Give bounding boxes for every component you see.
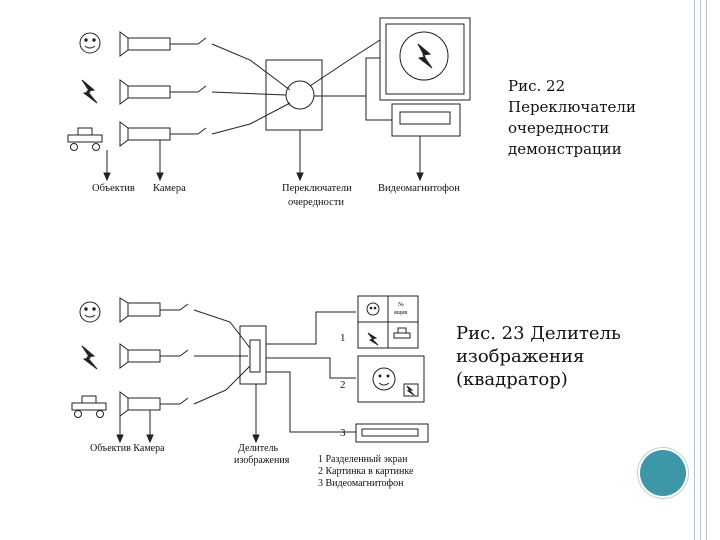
caption-line: демонстрации [508, 140, 622, 158]
legend-item-1: 1 Разделенный экран [318, 454, 408, 465]
label-splitter-2: изображения [234, 455, 290, 466]
figure-23-caption: Рис. 23 Делитель изображения (квадратор) [456, 322, 676, 391]
lightning-icon [81, 345, 98, 370]
slide-border-line [700, 0, 701, 540]
person-icon [79, 32, 101, 54]
label-camera: Камера [153, 183, 186, 194]
quad-screen: № ящик [357, 295, 419, 349]
figure-22-caption: Рис. 22 Переключатели очередности демонс… [508, 76, 658, 160]
output-label-2: 2 [340, 379, 346, 391]
caption-line: Рис. 22 [508, 77, 566, 95]
person-icon [79, 301, 101, 323]
camera-3 [119, 121, 207, 147]
camera-3 [119, 391, 189, 417]
label-splitter: Делитель [238, 443, 279, 454]
splitter-box [239, 325, 267, 385]
pip-screen [357, 355, 425, 403]
legend-item-3: 3 Видеомагнитофон [318, 478, 404, 489]
car-icon [67, 127, 103, 151]
output-label-3: 3 [340, 427, 346, 439]
slide-border-line [706, 0, 707, 540]
decorative-circle [640, 450, 686, 496]
vcr-box [355, 423, 429, 443]
car-icon [71, 395, 107, 418]
quad-text-2: ящик [394, 310, 408, 316]
camera-1 [119, 31, 207, 57]
caption-line: изображения [456, 346, 585, 367]
label-switcher: Переключатели [282, 183, 352, 194]
label-switcher-2: очередности [288, 197, 344, 208]
caption-line: Рис. 23 Делитель [456, 323, 621, 344]
label-lenses: Объектив [92, 183, 135, 194]
lightning-icon [81, 79, 98, 104]
caption-line: Переключатели [508, 98, 636, 116]
monitor [379, 17, 471, 101]
label-vcr: Видеомагнитофон [378, 183, 460, 194]
camera-2 [119, 79, 207, 105]
switcher-box [265, 59, 323, 131]
output-label-1: 1 [340, 332, 346, 344]
slide-border-line [694, 0, 695, 540]
legend-item-2: 2 Картинка в картинке [318, 466, 414, 477]
quad-text-1: № [398, 302, 404, 308]
camera-1 [119, 297, 189, 323]
label-lenses-camera: Объектив Камера [90, 443, 165, 454]
camera-2 [119, 343, 189, 369]
caption-line: (квадратор) [456, 369, 568, 390]
caption-line: очередности [508, 119, 610, 137]
